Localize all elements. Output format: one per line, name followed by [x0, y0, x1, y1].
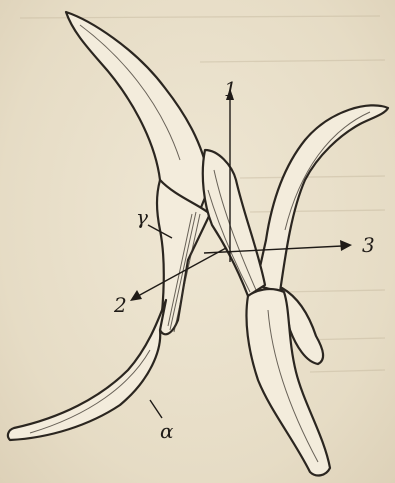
axis-1-label: 1 [224, 77, 237, 101]
upper-left-process [66, 12, 210, 210]
axis-3-label: 3 [362, 233, 375, 257]
alpha-label: α [160, 419, 174, 443]
lower-right-process [246, 289, 330, 475]
lower-left-process [8, 300, 166, 440]
upper-right-process [256, 105, 388, 292]
axis-3-arrowhead [340, 240, 352, 251]
gamma-label: γ [136, 205, 148, 229]
alpha-leader-line [150, 400, 162, 418]
central-joint [203, 150, 265, 296]
axis-2-label: 2 [113, 293, 127, 317]
